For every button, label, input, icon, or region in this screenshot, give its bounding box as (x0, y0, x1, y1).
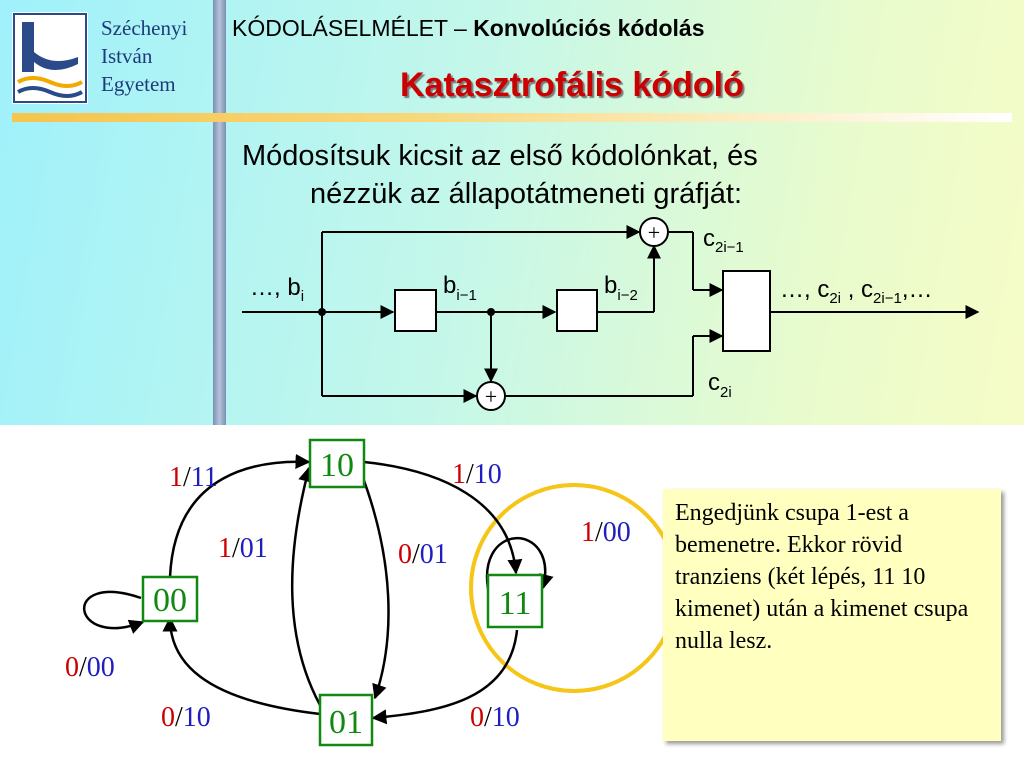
edge-label-00-00: 0/00 (65, 652, 115, 683)
slide-title: Katasztrofális kódoló (400, 66, 744, 104)
output-multiplexer (722, 270, 771, 352)
state-11-label: 11 (499, 585, 532, 622)
delay2-label: bi−2 (604, 272, 638, 304)
output-sequence-label: …, c2i , c2i−1,… (780, 276, 933, 307)
delay-register-1 (394, 289, 437, 332)
edge-label-00-10: 1/11 (169, 462, 218, 493)
vertical-divider-bar (213, 0, 226, 425)
adder-bottom-symbol: + (485, 384, 497, 409)
state-11-box (486, 573, 544, 629)
horizontal-divider-bar (12, 113, 1012, 122)
delay-register-2 (556, 289, 598, 332)
intro-text: Módosítsuk kicsit az első kódolónkat, és… (242, 137, 758, 213)
adder-bottom (476, 381, 506, 411)
subject-prefix: KÓDOLÁSELMÉLET – (232, 15, 474, 41)
course-subject: KÓDOLÁSELMÉLET – Konvolúciós kódolás (232, 15, 705, 42)
junction-dot-2 (487, 308, 495, 316)
state-10-label: 10 (320, 447, 354, 484)
intro-line-2: nézzük az állapotátmeneti gráfját: (310, 178, 743, 210)
state-01-label: 01 (329, 704, 363, 741)
adder-top-symbol: + (648, 220, 660, 245)
state-00-box (141, 575, 199, 623)
university-line-2: István (101, 44, 153, 68)
adder-top (639, 217, 669, 247)
edge-label-11-01: 0/10 (470, 702, 520, 733)
delay1-label: bi−1 (443, 272, 477, 304)
even-output-label: c2i (708, 369, 732, 401)
state-01-box (318, 693, 374, 747)
encoder-circuit: + + …, bi bi−1 bi−2 c2i−1 c2i …, c2i , c… (242, 217, 980, 411)
university-name: Széchenyi István Egyetem (101, 14, 187, 98)
university-logo (12, 12, 88, 104)
edge-label-11-11: 1/00 (581, 517, 631, 548)
odd-output-label: c2i−1 (703, 225, 744, 256)
university-line-1: Széchenyi (101, 16, 188, 40)
edge-label-01-10: 1/01 (218, 533, 268, 564)
edge-label-01-00: 0/10 (161, 702, 211, 733)
junction-dot-1 (318, 308, 326, 316)
header-background (0, 0, 1024, 425)
state-transition-graph: 00 10 11 01 1/11 1/10 1/00 1/01 0/01 0/0… (65, 438, 679, 747)
edge-label-10-01: 0/01 (398, 539, 448, 570)
input-sequence-label: …, bi (250, 274, 304, 305)
intro-line-1: Módosítsuk kicsit az első kódolónkat, és (242, 140, 758, 172)
state-10-box (308, 438, 366, 489)
university-line-3: Egyetem (101, 72, 176, 96)
edge-label-10-11: 1/10 (452, 459, 502, 490)
explanation-note: Engedjünk csupa 1-est a bemenetre. Ekkor… (663, 489, 1001, 741)
state-00-label: 00 (153, 582, 187, 619)
subject-topic: Konvolúciós kódolás (473, 15, 705, 41)
